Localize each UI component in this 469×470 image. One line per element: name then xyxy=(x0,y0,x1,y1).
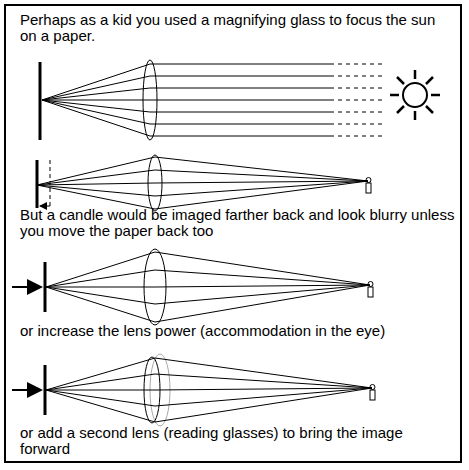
caption-text: But a candle would be imaged farther bac… xyxy=(20,207,455,239)
caption-text: Perhaps as a kid you used a magnifying g… xyxy=(20,12,455,44)
panel-reading-glasses xyxy=(12,354,375,426)
caption-text: or add a second lens (reading glasses) t… xyxy=(20,425,455,457)
panel-blurry xyxy=(37,155,371,211)
panel-accommodation xyxy=(12,249,373,325)
panel-sun xyxy=(40,60,440,140)
caption-text: or increase the lens power (accommodatio… xyxy=(20,323,455,339)
